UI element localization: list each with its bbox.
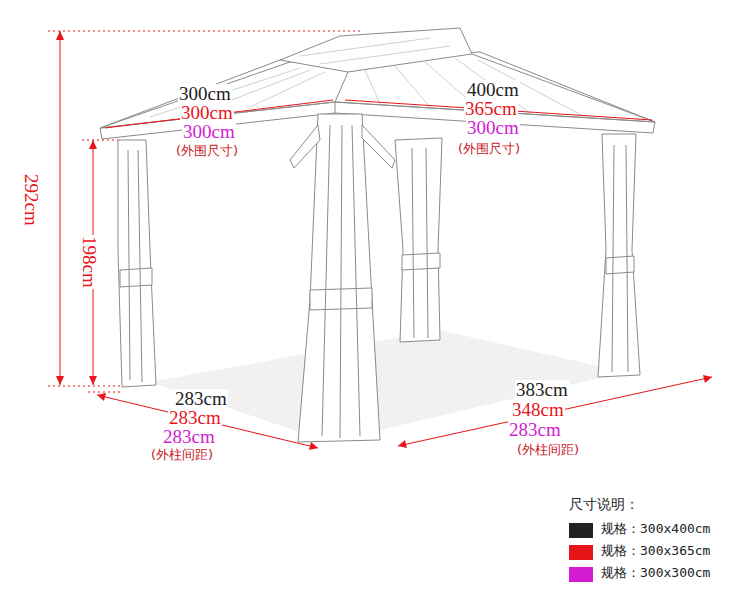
posts-and-curtains xyxy=(118,114,640,442)
dimension-note: (外柱间距) xyxy=(516,443,580,457)
dimension-label: 400cm xyxy=(466,80,520,100)
dimension-label: 383cm xyxy=(515,380,569,400)
dimension-label: 283cm xyxy=(168,408,222,428)
dimension-label: 300cm xyxy=(466,118,520,138)
dimension-label: 283cm xyxy=(162,427,216,447)
legend-swatch xyxy=(569,545,593,560)
legend-title: 尺寸说明： xyxy=(568,497,640,512)
height-label: 292cm xyxy=(21,173,41,227)
legend-text: 规格：300x400cm xyxy=(600,522,711,536)
dimension-label: 283cm xyxy=(174,389,228,409)
ground-shadow xyxy=(150,330,625,442)
dimension-lines xyxy=(48,31,712,448)
legend-swatch xyxy=(569,567,593,582)
dimension-label: 365cm xyxy=(464,99,518,119)
height-label: 198cm xyxy=(79,235,99,289)
dimension-label: 300cm xyxy=(180,103,234,123)
dimension-label: 300cm xyxy=(178,84,232,104)
legend-text: 规格：300x365cm xyxy=(600,544,711,558)
legend-text: 规格：300x300cm xyxy=(600,566,711,580)
dimension-note: (外柱间距) xyxy=(150,448,214,462)
dimension-label: 348cm xyxy=(511,400,565,420)
dimension-label: 300cm xyxy=(182,122,236,142)
dimension-note: (外围尺寸) xyxy=(175,144,239,158)
dimension-arrowheads xyxy=(56,31,712,450)
dimension-note: (外围尺寸) xyxy=(457,142,521,156)
dimension-label: 283cm xyxy=(508,420,562,440)
legend-swatch xyxy=(569,523,593,538)
